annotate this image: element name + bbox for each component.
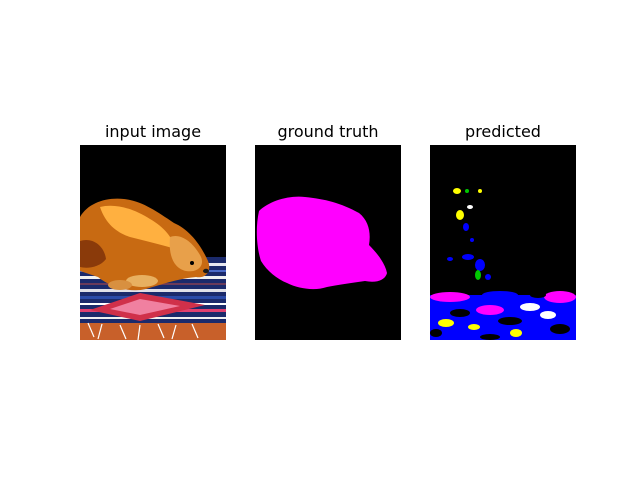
dog-mask xyxy=(256,196,387,290)
ground-truth-title: ground truth xyxy=(277,122,379,141)
input-image-panel: input image xyxy=(80,121,226,340)
input-image-title: input image xyxy=(104,122,202,141)
predicted-title: predicted xyxy=(465,122,541,141)
predicted-mask xyxy=(430,145,576,340)
predicted-panel: predicted xyxy=(430,121,576,340)
ground-truth-panel: ground truth xyxy=(255,121,401,340)
input-image xyxy=(80,145,226,340)
predicted-lower-region xyxy=(430,291,576,340)
ground-truth-mask xyxy=(255,145,401,340)
